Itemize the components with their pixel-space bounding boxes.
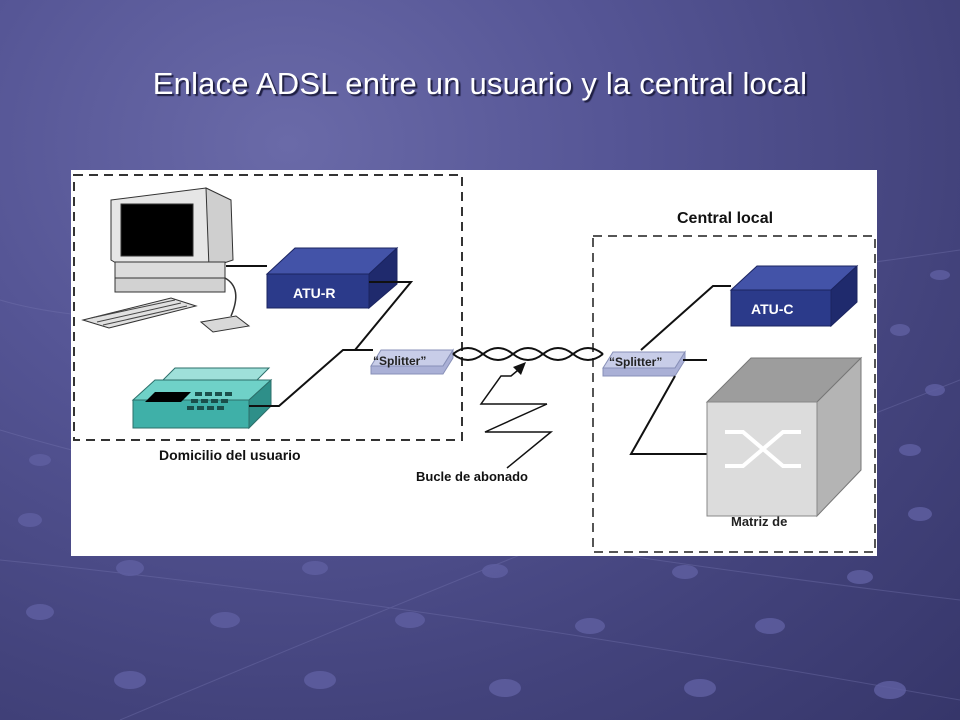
switch-matrix-icon	[705, 356, 863, 518]
splitter-right-label: “Splitter”	[609, 355, 662, 369]
atu-r-label: ATU-R	[293, 285, 336, 301]
atu-c-label: ATU-C	[751, 301, 794, 317]
adsl-diagram: ATU-R “Splitter”	[71, 170, 877, 556]
user-side-wires	[226, 265, 414, 407]
loop-label: Bucle de abonado	[416, 469, 528, 484]
local-loop-cable	[452, 347, 604, 361]
slide-title: Enlace ADSL entre un usuario y la centra…	[152, 66, 808, 101]
matrix-label: Matriz de	[731, 514, 787, 529]
central-area-label: Central local	[677, 210, 773, 227]
central-office-boundary	[592, 235, 876, 553]
atu-r-device	[265, 246, 399, 310]
user-premises-boundary	[73, 174, 463, 441]
telephone-icon	[131, 367, 273, 430]
loop-arrow	[479, 362, 554, 469]
atu-c-device	[729, 264, 859, 328]
diagram-canvas: ATU-R “Splitter”	[73, 174, 876, 553]
central-side-wires	[629, 285, 731, 455]
computer-icon	[81, 187, 251, 333]
splitter-left-label: “Splitter”	[373, 354, 426, 368]
user-area-label: Domicilio del usuario	[159, 447, 301, 463]
